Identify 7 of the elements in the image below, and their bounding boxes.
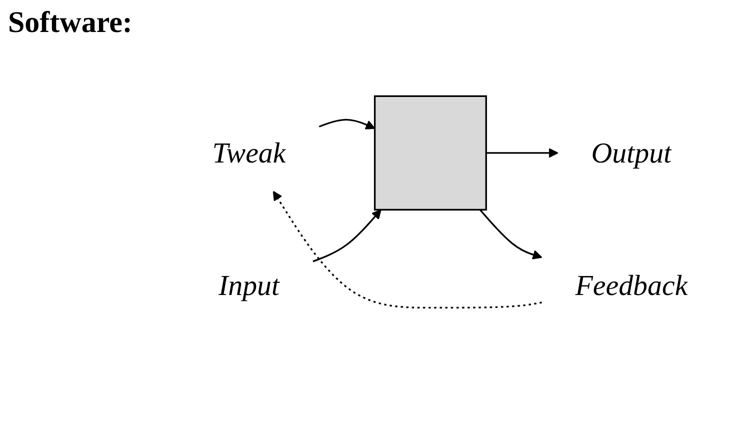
node-box [374, 95, 487, 211]
title: Software: [8, 6, 132, 40]
arrow [486, 148, 558, 158]
arrow [479, 209, 542, 260]
arrow [272, 190, 542, 309]
arrow [312, 209, 382, 262]
arrow [318, 118, 376, 130]
